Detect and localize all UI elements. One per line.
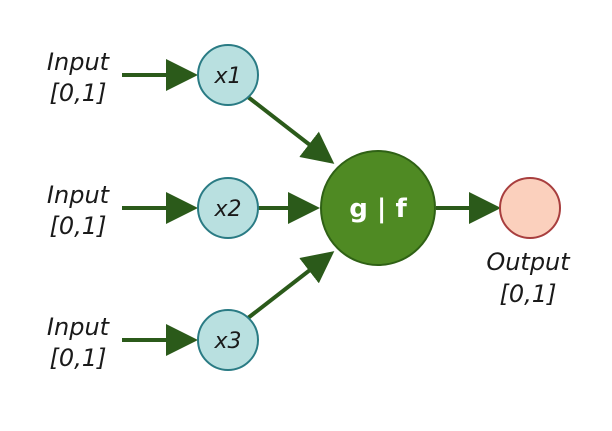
arrow-x1-neuron [246, 95, 335, 164]
input-label-2-line1: Input [47, 181, 111, 209]
input-label-3-line1: Input [47, 313, 111, 341]
input-node-x1-circle [197, 44, 259, 106]
input-label-3: Input [0,1] [47, 313, 111, 372]
input-label-2: Input [0,1] [47, 181, 111, 240]
input-node-x3-label: x3 [213, 329, 241, 354]
input-label-1-line2: [0,1] [50, 79, 107, 107]
input-node-x2-circle [197, 177, 259, 239]
input-label-2-line2: [0,1] [50, 212, 107, 240]
input-label-1-line1: Input [47, 48, 111, 76]
input-node-x2: x2 [197, 177, 259, 239]
input-node-x3-circle [197, 309, 259, 371]
input-label-3-line2: [0,1] [50, 344, 107, 372]
output-node: Output [0,1] [486, 177, 571, 308]
output-label-line2: [0,1] [500, 280, 557, 308]
input-node-x2-label: x2 [213, 197, 241, 222]
neuron-label: g | f [349, 194, 407, 224]
input-node-x1-label: x1 [213, 64, 241, 89]
output-node-circle [499, 177, 561, 239]
input-label-1: Input [0,1] [47, 48, 111, 107]
neuron-circle [320, 150, 436, 266]
input-node-x1: x1 [197, 44, 259, 106]
arrow-x3-neuron [246, 251, 335, 320]
neuron-node: g | f [320, 150, 436, 266]
input-node-x3: x3 [197, 309, 259, 371]
output-label-line1: Output [486, 248, 571, 276]
